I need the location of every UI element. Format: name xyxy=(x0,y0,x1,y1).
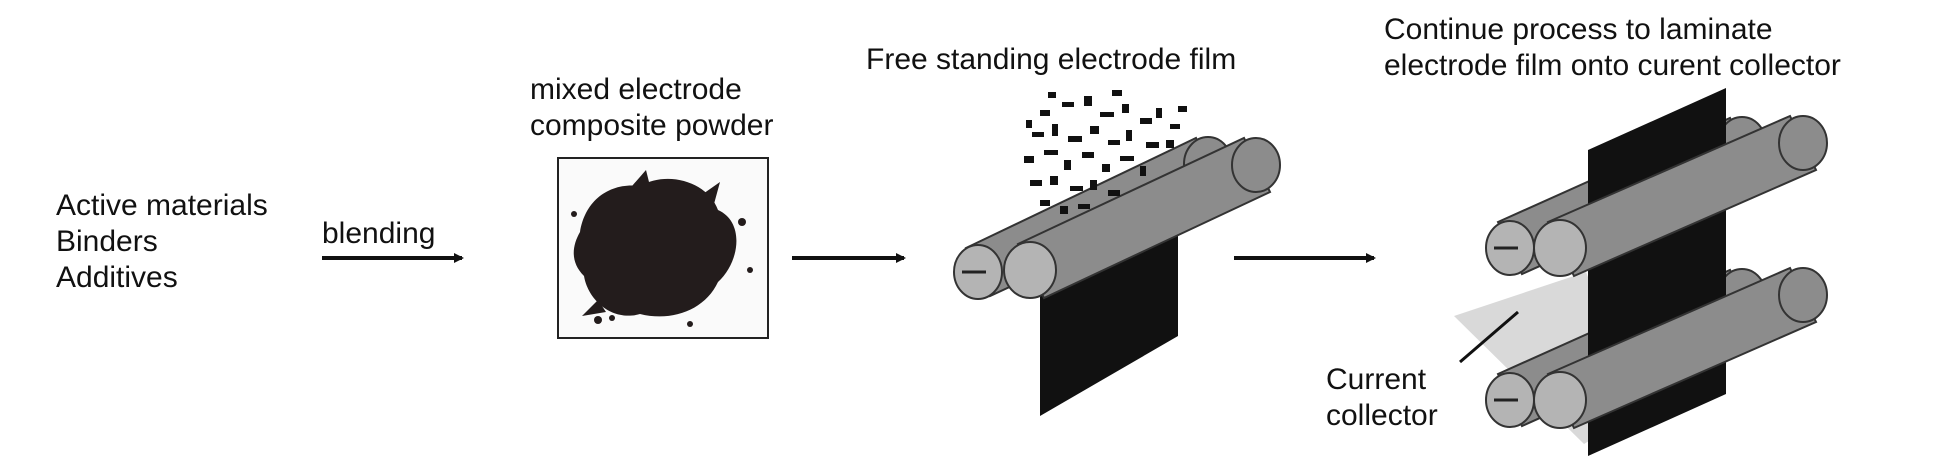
collector-pointer xyxy=(1459,310,1519,364)
input-materials-list: Active materials Binders Additives xyxy=(56,188,268,296)
film-title: Free standing electrode film xyxy=(866,43,1237,76)
input-item: Additives xyxy=(56,261,178,294)
powder-title: mixed electrode composite powder xyxy=(530,73,774,142)
powder-heap-icon xyxy=(557,157,769,339)
input-item: Binders xyxy=(56,225,158,258)
input-item: Active materials xyxy=(56,189,268,222)
roller-icon xyxy=(1533,114,1828,278)
powder-particles xyxy=(1024,90,1187,214)
roller-icon xyxy=(1533,266,1828,430)
roller-icon xyxy=(1003,136,1281,300)
collector-label: Current collector xyxy=(1326,363,1438,432)
blending-label: blending xyxy=(322,217,436,250)
laminate-stage xyxy=(1454,88,1828,456)
film-stage xyxy=(953,90,1281,416)
laminate-title: Continue process to laminate electrode f… xyxy=(1384,13,1841,82)
